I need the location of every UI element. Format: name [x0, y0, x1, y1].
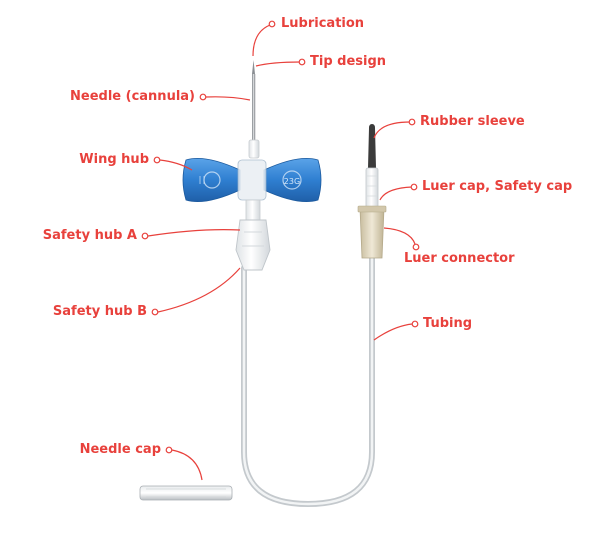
label-luer-cap-safety-cap: Luer cap, Safety cap [422, 179, 573, 194]
luer-connector-shape [359, 207, 385, 259]
label-lubrication: Lubrication [281, 16, 365, 31]
needle-cap-shape [139, 485, 233, 501]
tubing-line [241, 255, 375, 508]
needle-tip [252, 60, 255, 74]
label-luer-connector: Luer connector [404, 251, 515, 266]
label-needle-cap: Needle cap [79, 442, 161, 457]
label-wing-hub: Wing hub [79, 152, 149, 167]
leader-lines [147, 24, 416, 481]
label-tip-design: Tip design [310, 54, 387, 69]
wing-hub-shape [182, 157, 322, 203]
wing-gauge-mark: 23G [284, 177, 300, 186]
label-tubing: Tubing [423, 316, 473, 331]
label-rubber-sleeve: Rubber sleeve [420, 114, 525, 129]
label-safety-hub-a: Safety hub A [42, 228, 137, 243]
safety-hub-body [235, 219, 271, 271]
rubber-sleeve-shape [368, 124, 376, 168]
label-needle-cannula: Needle (cannula) [70, 89, 195, 104]
label-safety-hub-b: Safety hub B [52, 304, 147, 319]
needle-shaft [252, 74, 256, 144]
leader-dots [141, 20, 420, 454]
